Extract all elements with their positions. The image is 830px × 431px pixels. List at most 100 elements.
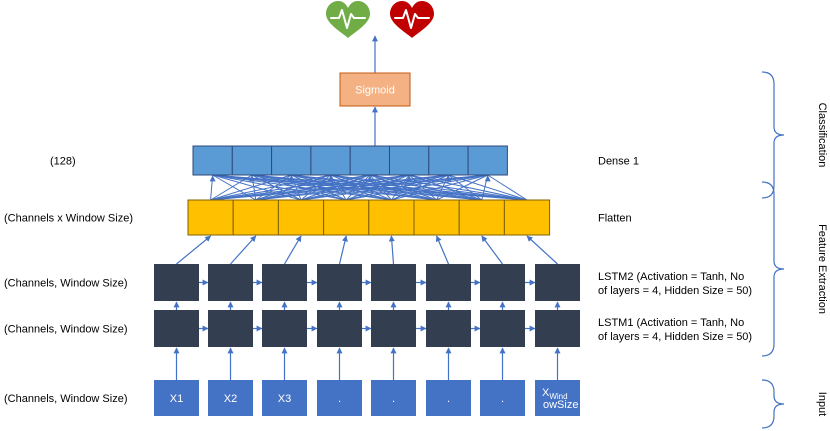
flatten-to-dense-connection xyxy=(330,174,528,201)
dense-cell xyxy=(349,145,391,176)
flatten-to-dense-connection xyxy=(212,174,528,201)
lstm2-to-flatten-arrow xyxy=(176,235,212,265)
lstm1-description-line-1: LSTM1 (Activation = Tanh, No xyxy=(598,317,744,329)
sigmoid-label: Sigmoid xyxy=(355,85,395,97)
flatten-cell xyxy=(368,199,415,236)
flatten-cell xyxy=(413,199,460,236)
input-cell-sub-label: owSize xyxy=(543,399,578,411)
flatten-to-dense-connection xyxy=(212,174,347,201)
dense-cell xyxy=(428,145,469,176)
flatten-to-dense-connection xyxy=(409,174,528,201)
feature-extraction-brace xyxy=(761,181,785,357)
classification-brace xyxy=(761,71,785,199)
lstm2-cell xyxy=(535,264,580,301)
lstm2-cell xyxy=(208,264,253,301)
input-cell xyxy=(262,380,307,416)
lstm1-cell xyxy=(480,310,525,347)
healthy-heart-icon-pulse-line xyxy=(330,9,366,29)
lstm1-cell xyxy=(426,310,471,347)
dense-cell xyxy=(389,145,430,176)
flatten-to-dense-connection xyxy=(255,174,410,201)
flatten-to-dense-connection xyxy=(210,174,370,201)
flatten-layer-label: Flatten xyxy=(598,213,632,225)
lstm1-shape-label: (Channels, Window Size) xyxy=(4,324,128,336)
flatten-to-dense-connection xyxy=(212,174,302,201)
dense-cell xyxy=(467,145,508,176)
diseased-heart-icon-shape xyxy=(390,1,434,38)
input-cell-label: . xyxy=(447,393,450,405)
lstm2-to-flatten-arrow xyxy=(526,235,558,265)
flatten-to-dense-connection xyxy=(212,174,482,201)
input-cell-label: X2 xyxy=(224,393,237,405)
flatten-cell xyxy=(458,199,505,236)
lstm2-to-flatten-arrow xyxy=(230,235,257,265)
lstm1-cell xyxy=(262,310,307,347)
input-cell-label: X3 xyxy=(278,393,291,405)
flatten-to-dense-connection xyxy=(210,174,331,201)
input-cell-label: . xyxy=(392,393,395,405)
lstm2-cell xyxy=(154,264,199,301)
lstm1-cell xyxy=(535,310,580,347)
flatten-to-dense-connection xyxy=(448,174,528,201)
input-cell xyxy=(208,380,253,416)
flatten-cell xyxy=(503,199,551,236)
input-cell xyxy=(317,380,362,416)
flatten-cell xyxy=(277,199,325,236)
dense-cell xyxy=(310,145,351,176)
input-cell-label: . xyxy=(501,393,504,405)
dense-cell xyxy=(231,145,273,176)
lstm2-to-flatten-arrow xyxy=(338,235,348,265)
flatten-to-dense-connection xyxy=(210,174,410,201)
dense-shape-label: (128) xyxy=(50,156,76,168)
flatten-to-dense-connection xyxy=(212,174,257,201)
diseased-heart-icon xyxy=(390,1,434,38)
diseased-heart-icon-pulse-line xyxy=(394,9,430,29)
input-section-label: Input xyxy=(816,392,828,416)
input-cell xyxy=(154,380,199,416)
input-cell-label: XWind xyxy=(542,387,568,401)
lstm2-cell xyxy=(371,264,416,301)
feature-extraction-section-label: Feature Extraction xyxy=(816,224,828,314)
lstm2-description-line-2: of layers = 4, Hidden Size = 50) xyxy=(598,285,752,297)
input-cell xyxy=(426,380,471,416)
healthy-heart-icon xyxy=(326,1,370,38)
lstm2-to-flatten-arrow xyxy=(283,235,302,265)
lstm2-cell xyxy=(480,264,525,301)
input-cell xyxy=(480,380,525,416)
input-cell-label: X1 xyxy=(170,393,183,405)
input-shape-label: (Channels, Window Size) xyxy=(4,393,128,405)
sigmoid-box xyxy=(339,72,411,107)
lstm1-description-line-2: of layers = 4, Hidden Size = 50) xyxy=(598,331,752,343)
lstm2-cell xyxy=(317,264,362,301)
flatten-to-dense-connection xyxy=(255,174,370,201)
dense-cell xyxy=(192,145,233,176)
dense-layer-label: Dense 1 xyxy=(598,156,639,168)
lstm2-shape-label: (Channels, Window Size) xyxy=(4,278,128,290)
lstm1-cell xyxy=(371,310,416,347)
connection-arrows xyxy=(173,35,561,380)
flatten-to-dense-connection xyxy=(251,174,528,201)
flatten-to-dense-connection xyxy=(369,174,528,201)
lstm2-cell xyxy=(426,264,471,301)
healthy-heart-icon-shape xyxy=(326,1,370,38)
lstm2-to-flatten-arrow xyxy=(388,235,395,265)
flatten-to-dense-connection xyxy=(369,174,392,201)
lstm1-cell xyxy=(208,310,253,347)
diagram-labels: (Channels, Window Size) (Channels, Window… xyxy=(4,103,828,417)
flatten-cell xyxy=(187,199,234,236)
flatten-to-dense-connection xyxy=(212,174,392,201)
flatten-to-dense-connection xyxy=(300,174,410,201)
lstm1-cell xyxy=(317,310,362,347)
dense-cell xyxy=(271,145,312,176)
flatten-cell xyxy=(323,199,370,236)
flatten-to-dense-connection xyxy=(487,174,528,201)
lstm2-to-flatten-arrow xyxy=(481,235,503,265)
classification-section-label: Classification xyxy=(816,103,828,168)
flatten-shape-label: (Channels x Window Size) xyxy=(4,213,133,225)
input-cell xyxy=(535,380,580,416)
flatten-to-dense-connection xyxy=(330,174,392,201)
input-cell-label: . xyxy=(338,393,341,405)
input-cell xyxy=(371,380,416,416)
